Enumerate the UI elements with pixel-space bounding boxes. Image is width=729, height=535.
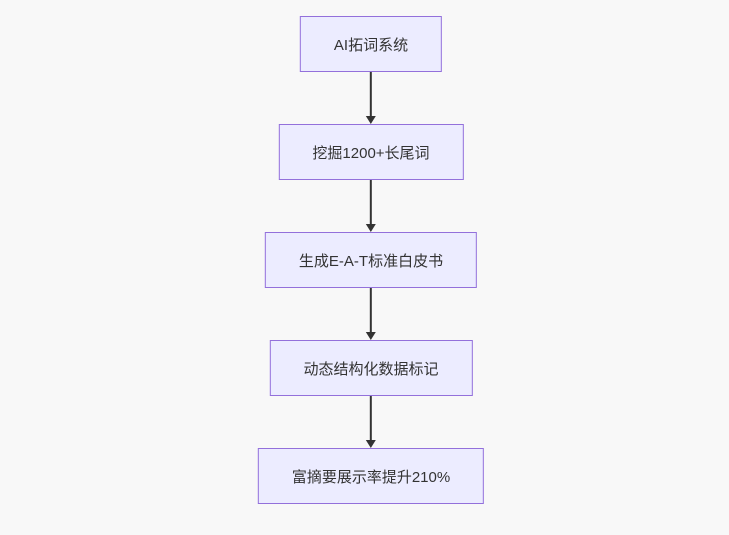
- arrowhead-icon: [366, 224, 376, 232]
- arrowhead-icon: [366, 116, 376, 124]
- flowchart-node: 富摘要展示率提升210%: [257, 448, 485, 504]
- flowchart-node: 挖掘1200+长尾词: [278, 124, 464, 180]
- flowchart-node: AI拓词系统: [299, 16, 443, 72]
- flowchart: AI拓词系统 挖掘1200+长尾词 生成E-A-T标准白皮书 动态结构化数据标记…: [257, 16, 485, 504]
- arrowhead-icon: [366, 440, 376, 448]
- arrow-line: [370, 72, 372, 116]
- arrowhead-icon: [366, 332, 376, 340]
- edge-arrow: [366, 72, 376, 124]
- edge-arrow: [366, 180, 376, 232]
- flowchart-node: 动态结构化数据标记: [269, 340, 473, 396]
- arrow-line: [370, 180, 372, 224]
- flowchart-node: 生成E-A-T标准白皮书: [264, 232, 478, 288]
- edge-arrow: [366, 396, 376, 448]
- edge-arrow: [366, 288, 376, 340]
- arrow-line: [370, 396, 372, 440]
- arrow-line: [370, 288, 372, 332]
